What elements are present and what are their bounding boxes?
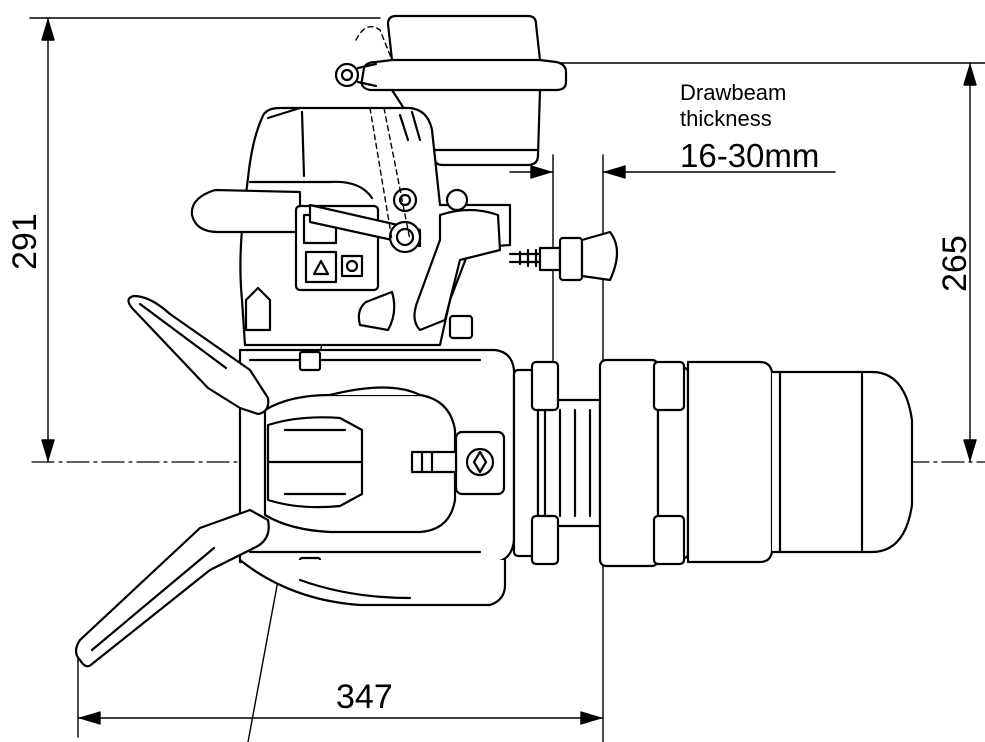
coupling-body xyxy=(74,14,914,668)
overall-length-label: 347 xyxy=(336,678,393,716)
overall-height-label: 291 xyxy=(6,213,44,270)
drawbeam-label-line1: Drawbeam xyxy=(680,80,787,105)
height-to-centerline-label: 265 xyxy=(936,235,974,292)
drawbeam-thickness-range: 16-30mm xyxy=(680,137,820,174)
latch-handle-sketch xyxy=(355,26,411,241)
drawbeam-label-line2: thickness xyxy=(680,106,772,131)
